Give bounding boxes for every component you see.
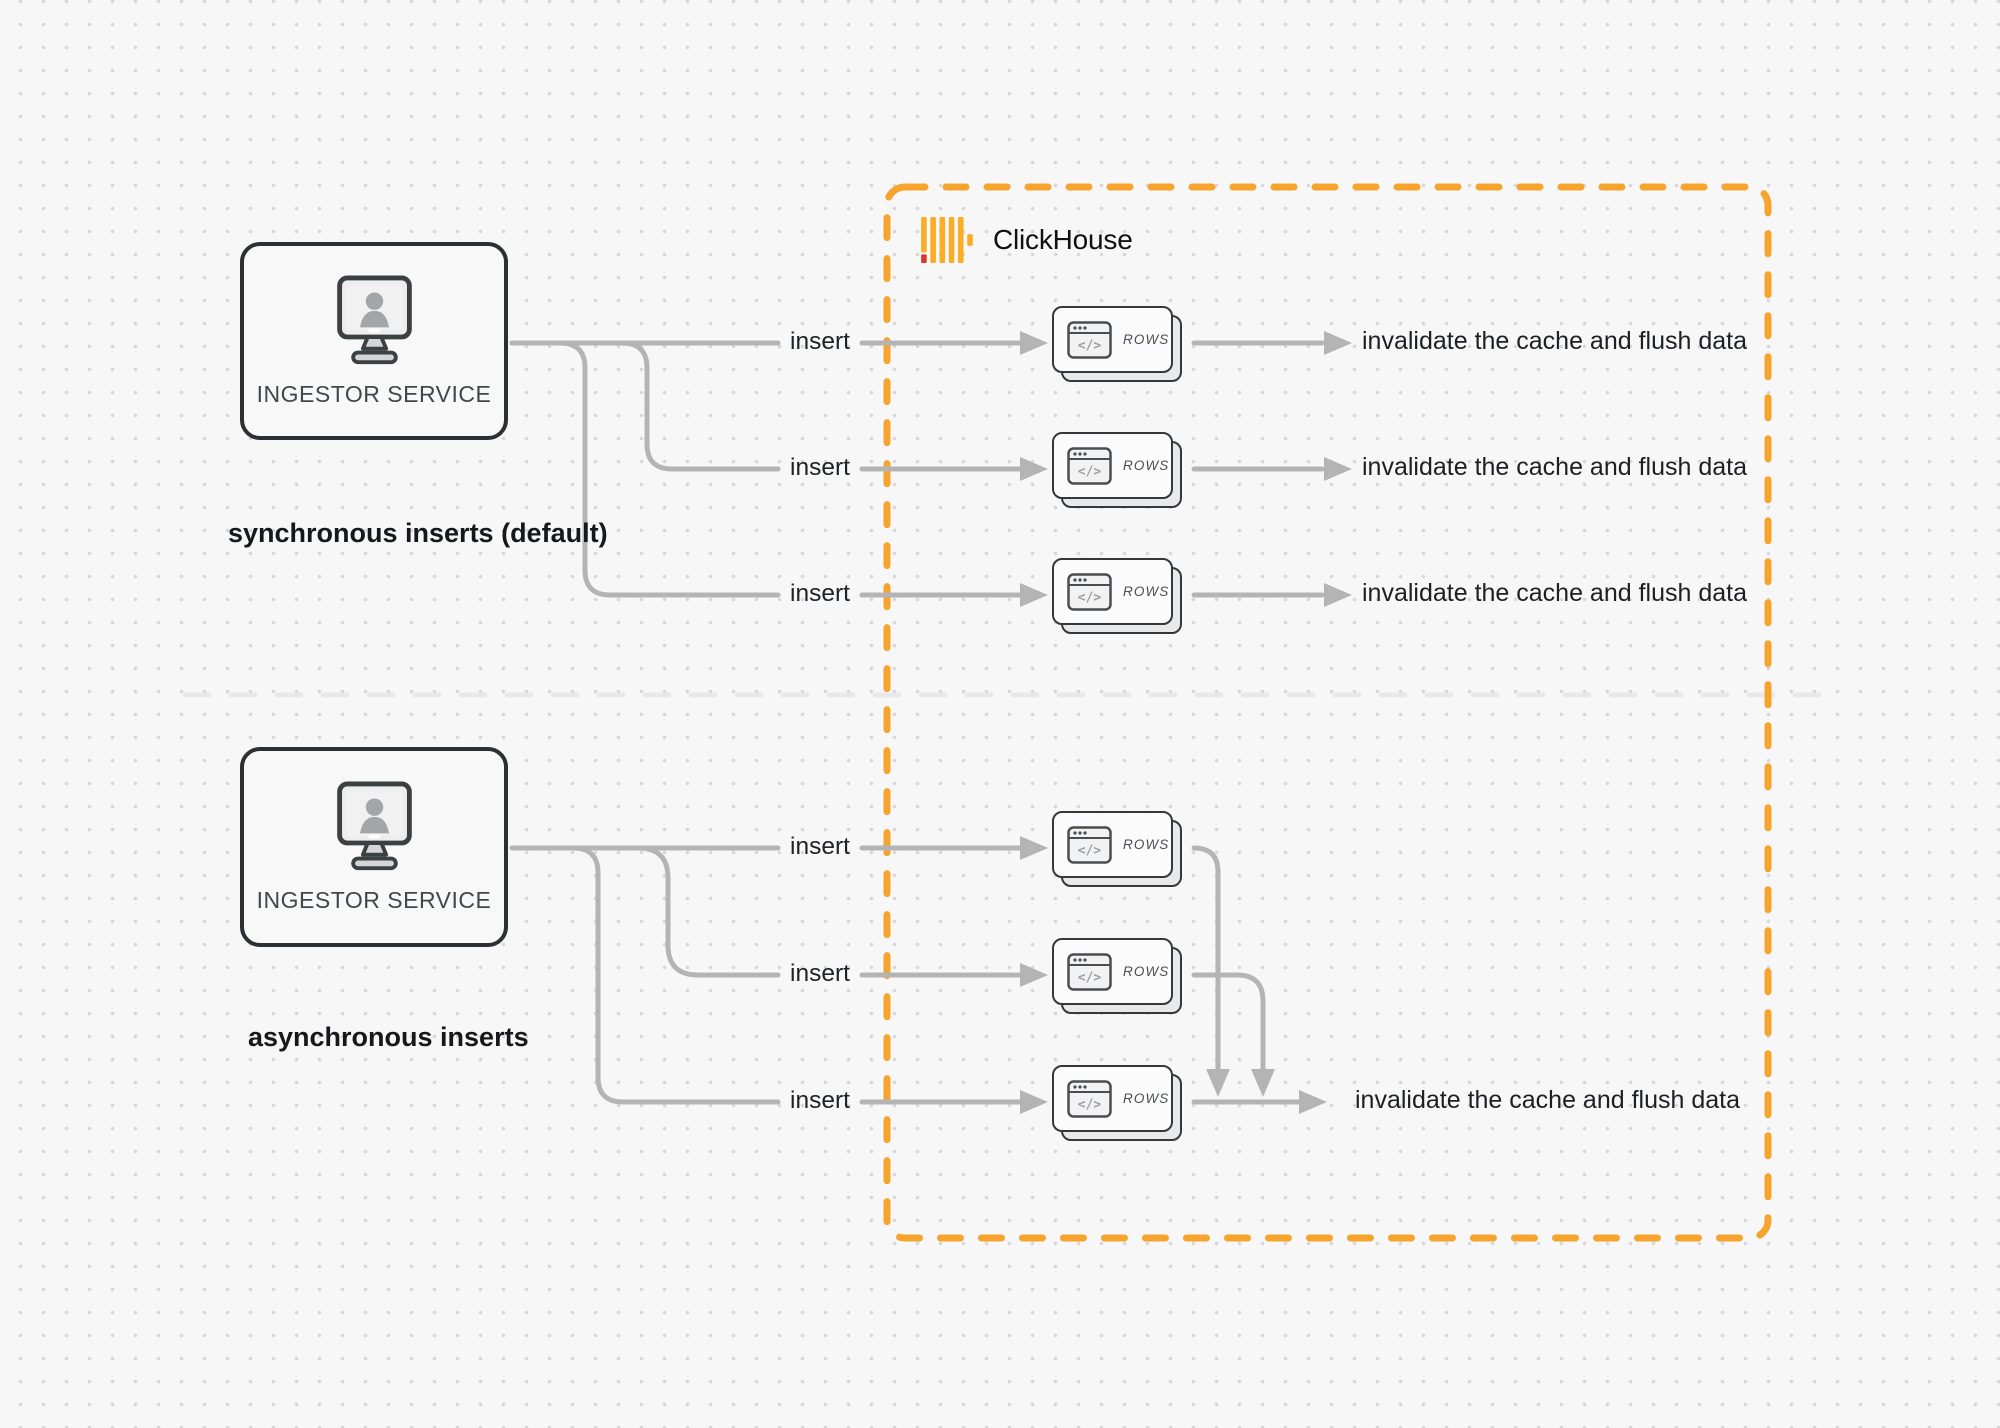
code-glyph: </>	[1078, 338, 1102, 353]
result-label: invalidate the cache and flush data	[1362, 453, 1747, 481]
result-label: invalidate the cache and flush data	[1355, 1086, 1740, 1114]
sync-section-caption: synchronous inserts (default)	[228, 518, 608, 548]
rows-card-front: </> ROWS	[1052, 306, 1173, 373]
insert-label: insert	[790, 454, 850, 481]
ingestor-service-box-async: INGESTOR SERVICE	[240, 747, 508, 947]
code-glyph: </>	[1078, 464, 1102, 479]
code-window-icon: </>	[1067, 446, 1112, 485]
insert-label: insert	[790, 1087, 850, 1114]
rows-card-label: ROWS	[1123, 1091, 1170, 1106]
clickhouse-logo-icon	[921, 216, 973, 264]
rows-table-card: </> ROWS	[1052, 432, 1182, 508]
insert-label: insert	[790, 960, 850, 987]
ingestor-service-label: INGESTOR SERVICE	[256, 380, 492, 407]
ingestor-service-box-sync: INGESTOR SERVICE	[240, 242, 508, 440]
clickhouse-brand: ClickHouse	[920, 214, 1133, 266]
rows-table-card: </> ROWS	[1052, 1065, 1182, 1141]
insert-label: insert	[790, 580, 850, 607]
user-workstation-icon	[336, 780, 412, 870]
rows-card-front: </> ROWS	[1052, 432, 1173, 499]
rows-table-card: </> ROWS	[1052, 306, 1182, 382]
result-label: invalidate the cache and flush data	[1362, 579, 1747, 607]
rows-card-front: </> ROWS	[1052, 811, 1173, 878]
rows-table-card: </> ROWS	[1052, 811, 1182, 887]
rows-card-label: ROWS	[1123, 964, 1170, 979]
code-glyph: </>	[1078, 1097, 1102, 1112]
code-glyph: </>	[1078, 590, 1102, 605]
insert-label: insert	[790, 833, 850, 860]
result-label: invalidate the cache and flush data	[1362, 327, 1747, 355]
rows-card-front: </> ROWS	[1052, 938, 1173, 1005]
async-arrowheads	[1020, 836, 1327, 1114]
ingestor-service-label: INGESTOR SERVICE	[256, 886, 492, 913]
rows-card-label: ROWS	[1123, 584, 1170, 599]
rows-card-front: </> ROWS	[1052, 558, 1173, 625]
code-window-icon: </>	[1067, 952, 1112, 991]
insert-label: insert	[790, 328, 850, 355]
rows-card-label: ROWS	[1123, 837, 1170, 852]
sync-connectors	[509, 340, 1325, 598]
user-workstation-icon	[336, 274, 412, 364]
rows-card-front: </> ROWS	[1052, 1065, 1173, 1132]
code-glyph: </>	[1078, 970, 1102, 985]
sync-arrowheads	[1020, 331, 1352, 607]
rows-table-card: </> ROWS	[1052, 938, 1182, 1014]
async-connectors	[509, 845, 1302, 1105]
code-window-icon: </>	[1067, 1079, 1112, 1118]
async-section-caption: asynchronous inserts	[248, 1022, 529, 1052]
rows-card-label: ROWS	[1123, 332, 1170, 347]
clickhouse-boundary	[883, 183, 1772, 1242]
rows-card-label: ROWS	[1123, 458, 1170, 473]
code-window-icon: </>	[1067, 320, 1112, 359]
code-window-icon: </>	[1067, 825, 1112, 864]
code-window-icon: </>	[1067, 572, 1112, 611]
rows-table-card: </> ROWS	[1052, 558, 1182, 634]
clickhouse-brand-name: ClickHouse	[993, 224, 1133, 255]
code-glyph: </>	[1078, 843, 1102, 858]
